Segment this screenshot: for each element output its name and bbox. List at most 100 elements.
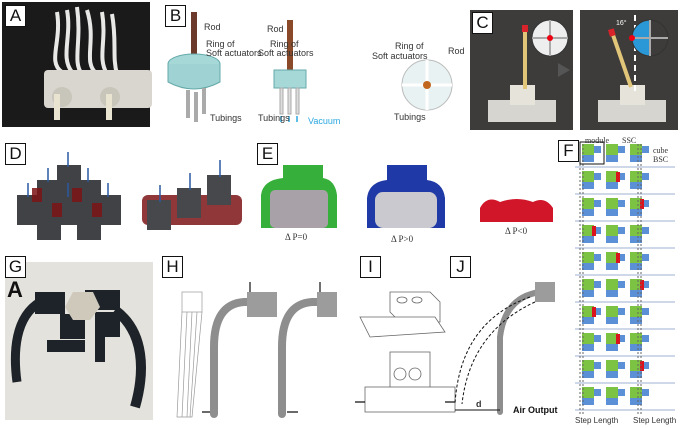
- bsc: [630, 371, 642, 378]
- ring-label-2a: Ring of: [270, 39, 299, 49]
- ssc: [618, 281, 625, 288]
- cube: [630, 279, 642, 290]
- soft-actuator-photo: [44, 6, 152, 120]
- panel-c: C 16°: [470, 5, 678, 131]
- ssc: [594, 362, 601, 369]
- bsc: [582, 371, 594, 378]
- cube: [630, 333, 642, 344]
- tubings-label-1: Tubings: [210, 113, 242, 123]
- cube: [606, 198, 618, 209]
- bsc: [606, 155, 618, 162]
- cube: [630, 387, 642, 398]
- ssc: [618, 362, 625, 369]
- bsc: [606, 344, 618, 351]
- module-box: [579, 141, 605, 165]
- ssc: [594, 200, 601, 207]
- finger-deflection-diagram: [454, 282, 555, 415]
- active-ssc: [640, 361, 644, 371]
- cube: [582, 279, 594, 290]
- bsc: [630, 236, 642, 243]
- ssc: [594, 389, 601, 396]
- bsc: [630, 290, 642, 297]
- panel-label-f: F: [558, 140, 579, 162]
- ssc: [642, 254, 649, 261]
- cube: [606, 360, 618, 371]
- active-ssc: [640, 199, 644, 209]
- state-label-positive: Δ P>0: [391, 234, 414, 244]
- panel-f: F module SSC cube BSC Step Length Step L…: [555, 136, 680, 428]
- ssc: [642, 227, 649, 234]
- panel-j: J d Air Output: [450, 256, 560, 422]
- panel-d: D: [2, 140, 247, 240]
- bsc: [606, 371, 618, 378]
- ssc: [618, 227, 625, 234]
- state-label-negative: Δ P<0: [505, 226, 528, 236]
- ssc: [618, 173, 625, 180]
- ssc: [642, 308, 649, 315]
- panel-e: E Δ P=0 Δ P>0 Δ P<0: [255, 140, 555, 244]
- active-ssc: [616, 172, 620, 182]
- panel-b: B Rod Ring of Soft actuators Tubings Rod…: [162, 2, 372, 130]
- ssc: [594, 146, 601, 153]
- panel-label-h: H: [162, 256, 183, 278]
- cube: [582, 387, 594, 398]
- bsc: [606, 263, 618, 270]
- bsc: [606, 182, 618, 189]
- cube: [582, 252, 594, 263]
- cube: [630, 144, 642, 155]
- soft-actuator-ring-diagrams: [167, 12, 307, 122]
- cube: [630, 171, 642, 182]
- bsc: [630, 209, 642, 216]
- panel-b-top-view: Ring of Soft actuators Rod Tubings: [372, 30, 470, 125]
- modular-robot-render: [17, 152, 242, 240]
- air-output-label: Air Output: [513, 405, 558, 415]
- rod-label-3: Rod: [448, 46, 465, 56]
- ssc: [642, 281, 649, 288]
- panel-label-c: C: [472, 12, 493, 34]
- ssc: [618, 146, 625, 153]
- ssc: [594, 227, 601, 234]
- cube: [582, 171, 594, 182]
- active-ssc: [640, 280, 644, 290]
- bsc: [606, 209, 618, 216]
- bsc: [606, 236, 618, 243]
- vacuum-label: Vacuum: [308, 116, 341, 126]
- tubings-label-3: Tubings: [394, 112, 426, 122]
- distance-label: d: [476, 399, 482, 409]
- ring-label-1a: Ring of: [206, 39, 235, 49]
- active-ssc: [616, 253, 620, 263]
- panel-label-d: D: [5, 143, 26, 165]
- panel-label-b: B: [165, 5, 186, 27]
- panel-i: I: [355, 256, 456, 422]
- rod-tilt-illustration: [488, 15, 669, 122]
- bsc: [630, 263, 642, 270]
- cube: [582, 144, 594, 155]
- bsc: [582, 209, 594, 216]
- cube: [606, 144, 618, 155]
- cube: [606, 387, 618, 398]
- bsc: [582, 290, 594, 297]
- ssc: [618, 200, 625, 207]
- bsc: [582, 263, 594, 270]
- ssc: [642, 389, 649, 396]
- step-length-right: Step Length: [633, 416, 677, 425]
- module-label: module: [585, 136, 609, 145]
- ssc: [642, 173, 649, 180]
- ssc: [594, 281, 601, 288]
- ssc: [642, 200, 649, 207]
- ring-label-2b: Soft actuators: [258, 48, 314, 58]
- bsc: [630, 182, 642, 189]
- cube: [630, 306, 642, 317]
- cube: [630, 252, 642, 263]
- bsc: [630, 344, 642, 351]
- state-label-zero: Δ P=0: [285, 232, 308, 242]
- ssc: [594, 173, 601, 180]
- rod-label-1: Rod: [204, 22, 221, 32]
- bsc: [606, 290, 618, 297]
- ring-label-3a: Ring of: [395, 41, 424, 51]
- ssc: [594, 254, 601, 261]
- photo-inner-label: A: [7, 277, 23, 302]
- bsc: [630, 398, 642, 405]
- cube: [582, 333, 594, 344]
- bsc: [582, 236, 594, 243]
